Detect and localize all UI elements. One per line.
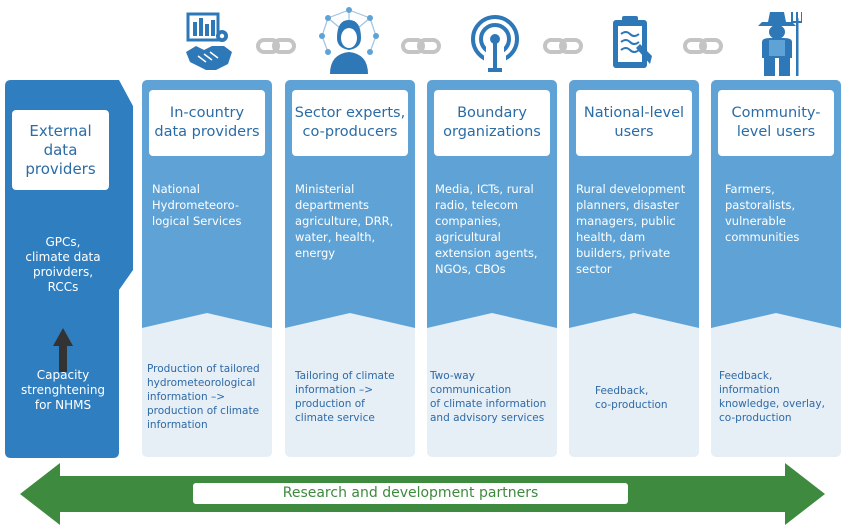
footer-line: Two-way [430,370,475,382]
column-title-line: data providers [154,124,260,140]
external-source-line: GPCs, [45,235,81,249]
description-line: communities [725,230,800,244]
description-line: Hydrometeoro- [152,198,240,212]
column-title: Boundary organizations [434,90,550,156]
expert-network-icon [319,7,379,74]
description-line: sector [576,262,612,276]
description-line: agriculture, DRR, [295,214,394,228]
footer-line: production of [295,398,365,410]
external-providers-title-text: External data providers [25,121,96,178]
column-national-users: National-level users Rural development pl… [569,80,699,457]
description-line: Rural development [576,182,686,196]
clipboard-icon [613,16,652,68]
column-description: Media, ICTs, rural radio, telecom compan… [435,181,553,277]
footer-line: information [719,384,780,396]
column-footer: Feedback, co-production [595,384,668,412]
footer-line: Feedback, [719,370,773,382]
column-title-line: organizations [443,124,541,140]
footer-line: information [147,419,208,431]
description-line: NGOs, CBOs [435,262,506,276]
description-line: Ministerial [295,182,355,196]
column-sector-experts: Sector experts, co-producers Ministerial … [285,80,415,457]
description-line: water, health, [295,230,376,244]
column-title-line: In-country [169,105,245,121]
footer-line: information –> [295,384,373,396]
footer-line: Tailoring of climate [295,370,395,382]
capacity-line: Capacity [36,368,90,382]
footer-line: Feedback, [595,385,649,397]
external-sources: GPCs, climate data proivders, RCCs [5,235,121,295]
column-title-line: level users [736,124,816,140]
external-source-line: proivders, [32,265,94,279]
chain-link-icon [543,38,583,54]
description-line: builders, private [576,246,671,260]
footer-line: communication [430,384,512,396]
footer-line: knowledge, overlay, [719,398,825,410]
description-line: Media, ICTs, rural [435,182,534,196]
description-line: departments [295,198,370,212]
footer-line: and advisory services [430,412,545,424]
description-line: logical Services [152,214,242,228]
capacity-strengthening: Capacity strenghtening for NHMS [5,368,121,413]
external-source-line: climate data [25,250,101,264]
footer-line: co-production [595,399,668,411]
external-providers-column: External data providers GPCs, climate da… [5,80,135,458]
chain-link-icon [683,38,723,54]
column-in-country-providers: In-country data providers National Hydrom… [142,80,272,457]
description-line: vulnerable [725,214,786,228]
footer-line: co-production [719,412,792,424]
column-title: National-level users [576,90,692,156]
capacity-line: for NHMS [34,398,92,412]
chain-link-icon [401,38,441,54]
column-title: Community-level users [718,90,834,156]
column-description: Ministerial departments agriculture, DRR… [295,181,413,261]
data-handshake-icon [186,12,232,70]
description-line: pastoralists, [725,198,796,212]
footer-line: production of climate [147,405,260,417]
farmer-icon [758,12,802,76]
column-description: Rural development planners, disaster man… [576,181,694,277]
column-community-users: Community-level users Farmers, pastorali… [711,80,841,457]
column-description: National Hydrometeoro- logical Services [152,181,270,229]
research-partners-label: Research and development partners [193,483,628,504]
description-line: radio, telecom [435,198,519,212]
footer-line: information –> [147,391,225,403]
column-title: In-country data providers [149,90,265,156]
column-title-line: Boundary [457,105,527,121]
column-description: Farmers, pastoralists, vulnerable commun… [725,181,841,245]
description-line: planners, disaster [576,198,680,212]
description-line: extension agents, [435,246,538,260]
description-line: National [152,182,200,196]
external-providers-title: External data providers [12,110,109,190]
footer-line: Production of tailored [147,363,260,375]
broadcast-antenna-icon [471,15,519,74]
description-line: managers, public [576,214,676,228]
column-footer: Feedback, information knowledge, overlay… [719,369,825,425]
footer-line: hydrometeorological [147,377,256,389]
column-title-line: National-level [583,105,685,121]
footer-line: climate service [295,412,375,424]
column-title-line: Sector experts, [294,105,406,121]
external-source-line: RCCs [47,280,79,294]
column-footer: Production of tailored hydrometeorologic… [147,362,260,432]
column-footer: Two-way communication of climate informa… [430,369,546,425]
description-line: health, dam [576,230,646,244]
column-title: Sector experts, co-producers [292,90,408,156]
chain-link-icon [256,38,296,54]
capacity-line: strenghtening [20,383,106,397]
footer-line: of climate information [430,398,547,410]
column-title-line: users [614,124,654,140]
column-title-line: Community- [731,105,821,121]
description-line: agricultural [435,230,501,244]
description-line: energy [295,246,336,260]
column-boundary-organizations: Boundary organizations Media, ICTs, rural… [427,80,557,457]
column-title-line: co-producers [302,124,398,140]
description-line: companies, [435,214,502,228]
description-line: Farmers, [725,182,775,196]
column-footer: Tailoring of climate information –> prod… [295,369,395,425]
